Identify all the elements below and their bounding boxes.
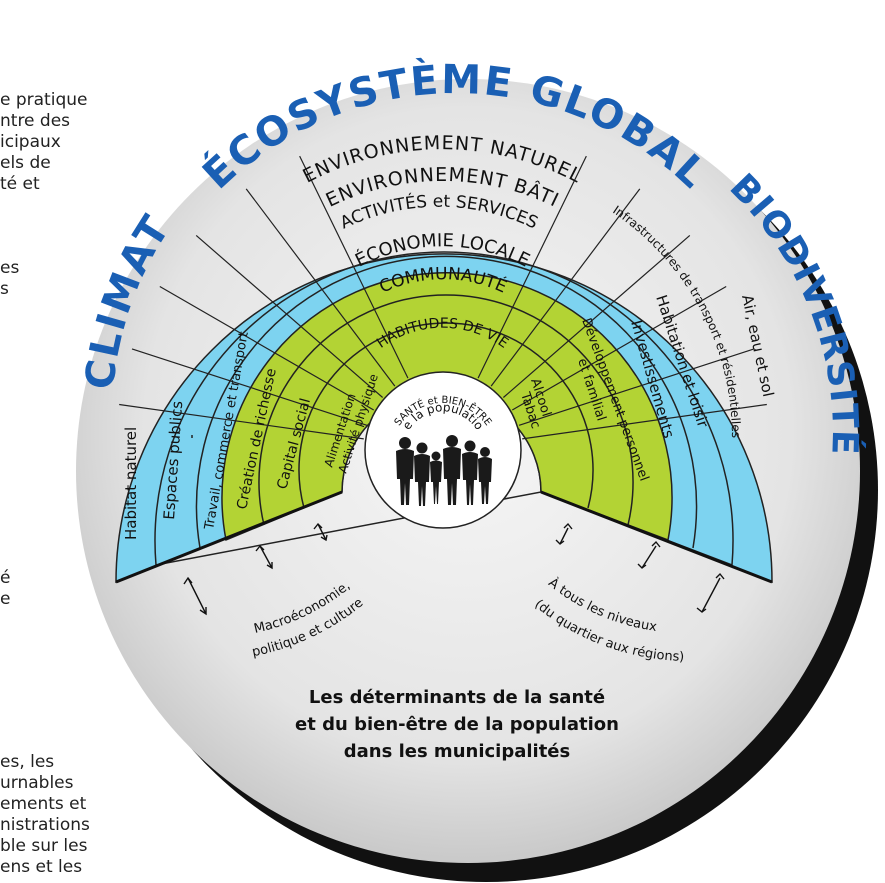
radial-divider [502, 235, 691, 398]
text-line: ens et les [0, 857, 83, 877]
text-line: urnables [0, 773, 74, 793]
radial-dividers [119, 155, 767, 440]
double-arrow-icons [183, 522, 725, 616]
people-silhouette-icon [396, 435, 492, 506]
text-line: e pratique [0, 90, 88, 110]
text-line: é [0, 568, 11, 588]
band-activites [195, 255, 698, 549]
text-line: es [0, 258, 20, 278]
radial-divider [490, 188, 641, 387]
text-line: es, les [0, 752, 55, 772]
radial-divider [299, 155, 409, 379]
caption-line1: Les déterminants de la santé [309, 687, 605, 708]
text-line: s [0, 279, 9, 299]
radial-divider [119, 403, 364, 440]
caption-line3: dans les municipalités [344, 741, 570, 762]
text-line: icipaux [0, 132, 61, 152]
radial-divider [195, 235, 384, 398]
band-communaute [258, 294, 634, 526]
band-environnement-bati [154, 251, 734, 567]
label-habitat-naturel: Habitat naturel [122, 427, 140, 540]
radial-divider [522, 403, 767, 440]
band-habitudes [298, 322, 594, 509]
radial-divider [511, 285, 727, 411]
radial-divider [131, 348, 368, 426]
text-line: e [0, 589, 11, 609]
caption-line2: et du bien-être de la population [295, 714, 619, 735]
text-line: nistrations [0, 815, 90, 835]
text-line: ble sur les [0, 836, 88, 856]
radial-divider [477, 155, 587, 379]
text-line: ements et [0, 794, 87, 814]
radial-divider [159, 285, 375, 411]
text-line: té et [0, 174, 40, 194]
radial-divider [245, 188, 396, 387]
fan [115, 251, 773, 584]
base-line-right [540, 490, 773, 584]
base-line-left [115, 490, 343, 584]
text-line: ntre des [0, 111, 71, 131]
radial-divider [518, 348, 755, 426]
text-line: els de [0, 153, 51, 173]
